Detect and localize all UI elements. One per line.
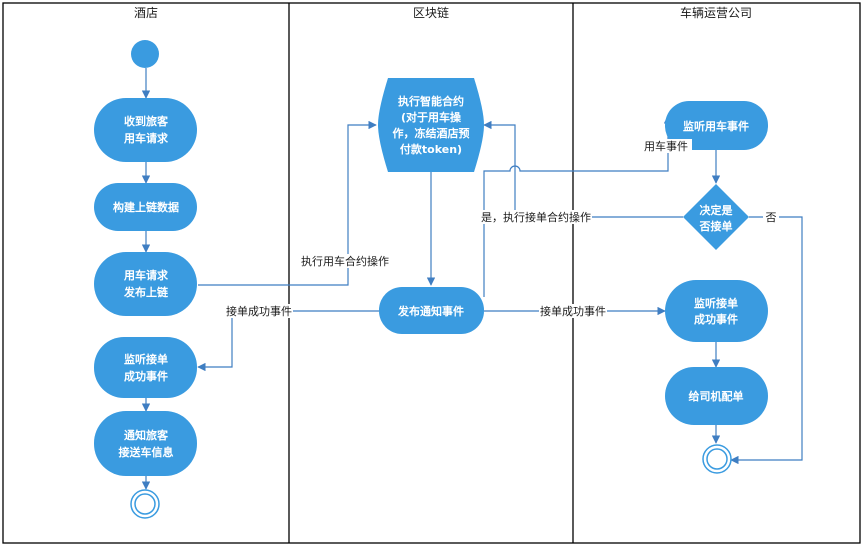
lane-title-company: 车辆运营公司 [680, 5, 752, 20]
svg-text:用车请求: 用车请求 [124, 131, 169, 145]
label-no: 否 [766, 211, 777, 224]
edge-decide-yes [483, 120, 683, 218]
start-node [131, 40, 159, 68]
node-listen-car: 监听用车事件 [665, 101, 768, 150]
svg-text:否接单: 否接单 [699, 219, 733, 233]
edge-notify-to-hotel-listen [197, 310, 379, 372]
node-assign-driver: 给司机配单 [665, 367, 768, 425]
svg-text:用车请求: 用车请求 [124, 268, 169, 282]
svg-text:发布通知事件: 发布通知事件 [397, 304, 464, 318]
svg-text:监听接单: 监听接单 [694, 296, 738, 310]
label-execute-car-contract: 执行用车合约操作 [301, 254, 389, 268]
svg-text:接送车信息: 接送车信息 [119, 445, 174, 459]
end-node-company [702, 444, 732, 474]
lane-title-blockchain: 区块链 [413, 5, 449, 20]
svg-text:付款token): 付款token) [400, 142, 462, 156]
label-success-event-right: 接单成功事件 [540, 305, 606, 318]
svg-text:成功事件: 成功事件 [694, 312, 738, 326]
node-build-data: 构建上链数据 [94, 183, 197, 231]
svg-text:监听接单: 监听接单 [124, 352, 168, 366]
node-publish: 用车请求 发布上链 [94, 252, 197, 316]
svg-text:给司机配单: 给司机配单 [689, 389, 744, 403]
node-listen-success-hotel: 监听接单 成功事件 [94, 337, 197, 398]
label-success-event-left: 接单成功事件 [226, 305, 292, 318]
svg-text:通知旅客: 通知旅客 [124, 428, 169, 442]
node-listen-success-company: 监听接单 成功事件 [665, 280, 768, 342]
label-car-event: 用车事件 [644, 139, 688, 153]
svg-text:监听用车事件: 监听用车事件 [683, 119, 749, 133]
edge-labels: 执行用车合约操作 用车事件 是，执行接单合约操作 否 接单成功事件 接单成功事件 [225, 139, 779, 318]
svg-text:作，冻结酒店预: 作，冻结酒店预 [393, 126, 470, 140]
node-decide: 决定是 否接单 [683, 184, 749, 250]
node-publish-notify: 发布通知事件 [379, 287, 484, 334]
end-node-hotel [130, 489, 160, 519]
node-receive-request: 收到旅客 用车请求 [94, 98, 197, 162]
edge-publish-to-contract [198, 120, 377, 286]
label-yes-execute-accept: 是，执行接单合约操作 [481, 210, 591, 224]
node-notify-passenger: 通知旅客 接送车信息 [94, 411, 197, 476]
edges [141, 68, 803, 490]
svg-text:成功事件: 成功事件 [124, 369, 168, 383]
svg-text:构建上链数据: 构建上链数据 [113, 200, 179, 214]
svg-text:执行智能合约: 执行智能合约 [398, 94, 464, 108]
node-smart-contract: 执行智能合约 (对于用车操 作，冻结酒店预 付款token) [378, 78, 484, 172]
svg-text:决定是: 决定是 [700, 203, 734, 217]
svg-text:收到旅客: 收到旅客 [124, 114, 169, 128]
svg-text:发布上链: 发布上链 [123, 285, 169, 299]
lane-title-hotel: 酒店 [134, 6, 158, 20]
svg-text:(对于用车操: (对于用车操 [401, 110, 462, 124]
